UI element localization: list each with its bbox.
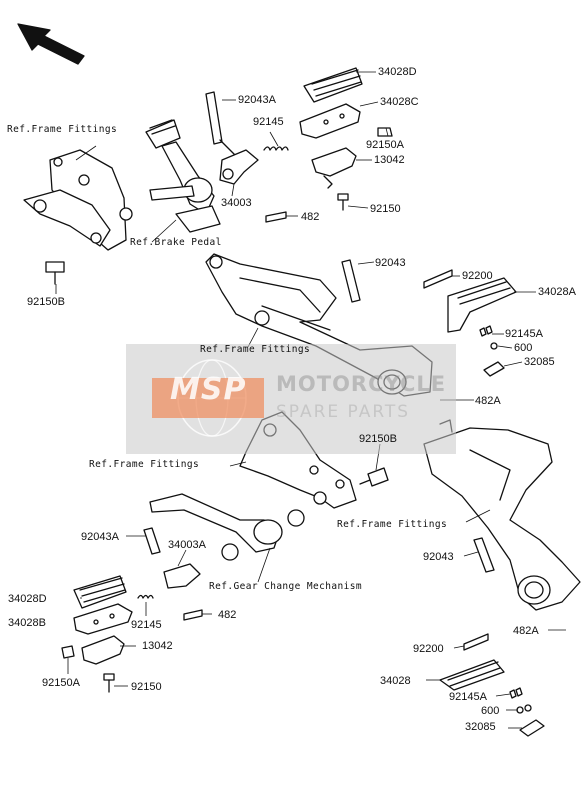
footpeg-34028: [439, 659, 505, 691]
label-32085-top: 32085: [524, 356, 555, 368]
label-92150A-top: 92150A: [366, 139, 404, 151]
label-92200-bot: 92200: [413, 643, 444, 655]
spring-92145-bot: [137, 594, 154, 599]
label-482A-bot: 482A: [513, 625, 539, 637]
bolt-92150-bot: [103, 673, 115, 693]
pin-482-top: [265, 211, 287, 223]
ref-frame-fittings-center: Ref.Frame Fittings: [200, 344, 311, 355]
label-92043-mid: 92043: [375, 257, 406, 269]
ball-600-top: [490, 342, 498, 350]
bolt-92150-top: [337, 193, 349, 211]
label-34028: 34028: [380, 675, 411, 687]
holder-34003A: [163, 563, 201, 589]
label-34028A: 34028A: [538, 286, 576, 298]
pin-92200-bot: [463, 633, 489, 651]
pin-92043A-top: [205, 91, 241, 161]
label-34028B: 34028B: [8, 617, 46, 629]
pin-92043-right: [473, 537, 495, 573]
label-92150B-left: 92150B: [27, 296, 65, 308]
label-92200-top: 92200: [462, 270, 493, 282]
label-92145-bot: 92145: [131, 619, 162, 631]
watermark-logo: MSP: [170, 372, 247, 407]
front-direction-arrow-icon: [17, 23, 85, 65]
ref-frame-fittings-right: Ref.Frame Fittings: [337, 519, 448, 530]
watermark-brand: MOTORCYCLE: [276, 372, 447, 396]
footpeg-34028A: [447, 277, 517, 333]
pin-92200-top: [423, 269, 453, 289]
ref-frame-fittings-left-mid: Ref.Frame Fittings: [89, 459, 200, 470]
label-482A-top: 482A: [475, 395, 501, 407]
pillion-bracket: [423, 419, 581, 611]
label-34003A: 34003A: [168, 539, 206, 551]
label-34028D-bot: 34028D: [8, 593, 47, 605]
footpeg-34028C: [299, 103, 361, 139]
footpeg-plate-13042-top: [311, 147, 357, 189]
spring-92145A-top: [479, 325, 493, 337]
ref-brake-pedal: Ref.Brake Pedal: [130, 237, 222, 248]
footpeg-plate-13042-bot: [81, 635, 125, 665]
label-13042-top: 13042: [374, 154, 405, 166]
spring-92145-top: [263, 146, 289, 151]
label-92150B-mid: 92150B: [359, 433, 397, 445]
label-92145A-bot: 92145A: [449, 691, 487, 703]
label-92150A-bot: 92150A: [42, 677, 80, 689]
watermark-subtitle: SPARE PARTS: [276, 402, 411, 422]
label-92043A-top: 92043A: [238, 94, 276, 106]
footpeg-34028B: [73, 603, 133, 635]
label-92150-bot: 92150: [131, 681, 162, 693]
brake-pedal-assembly: [119, 119, 221, 233]
gear-pedal: [149, 493, 305, 561]
footpeg-rubber-34028D-bot: [73, 575, 127, 609]
label-34028D-top: 34028D: [378, 66, 417, 78]
footpeg-rubber-34028D-top: [303, 67, 363, 103]
pin-92043A-bot: [143, 527, 161, 555]
label-34003: 34003: [221, 197, 252, 209]
label-482-bot: 482: [218, 609, 237, 621]
label-482-top: 482: [301, 211, 320, 223]
label-92043-right: 92043: [423, 551, 454, 563]
rider-bracket-right: [23, 149, 127, 251]
label-600-top: 600: [514, 342, 533, 354]
label-92145-top: 92145: [253, 116, 284, 128]
label-92145A-top: 92145A: [505, 328, 543, 340]
pin-482-bot: [183, 609, 203, 621]
bolt-92150B-mid: [359, 467, 389, 487]
label-34028C: 34028C: [380, 96, 419, 108]
nut-92150A-bot: [61, 645, 75, 659]
label-32085-bot: 32085: [465, 721, 496, 733]
holder-34003: [219, 149, 259, 185]
spring-92145A-bot: [509, 687, 523, 699]
bolt-92150B-top: [45, 261, 65, 285]
pin-92043-mid: [341, 259, 361, 303]
label-92043A-bot: 92043A: [81, 531, 119, 543]
ball-600-bot: [516, 704, 532, 714]
label-92150-top: 92150: [370, 203, 401, 215]
ref-frame-fittings-top-left: Ref.Frame Fittings: [7, 124, 118, 135]
ref-gear-change-mechanism: Ref.Gear Change Mechanism: [209, 581, 362, 592]
label-13042-bot: 13042: [142, 640, 173, 652]
plate-32085-bot: [519, 719, 545, 737]
watermark: [126, 344, 456, 454]
nut-92150A-top: [377, 127, 393, 137]
plate-32085-top: [483, 361, 505, 377]
label-600-bot: 600: [481, 705, 500, 717]
